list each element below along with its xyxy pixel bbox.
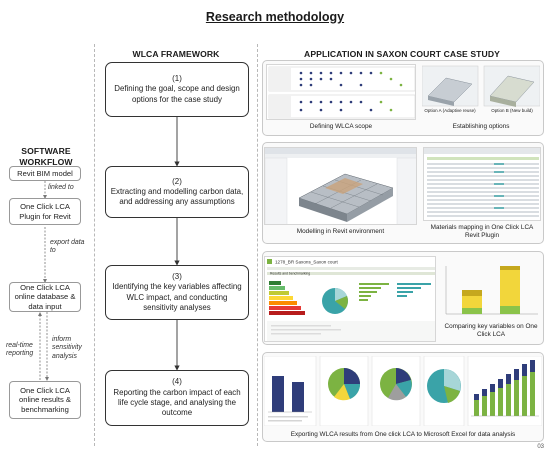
label-realtime: real-time reporting	[6, 342, 34, 358]
option-b-label: Option B (New build)	[491, 108, 533, 113]
caption-export: Exporting WLCA results from One click LC…	[290, 431, 516, 438]
label-export: export data to	[50, 239, 85, 255]
step-2-number: (2)	[172, 176, 182, 186]
step-2-text: Extracting and modelling carbon data, an…	[110, 186, 244, 207]
sw-box-results: One Click LCA online results & benchmark…	[9, 381, 81, 419]
options-thumbnail: Option A (Adaptive reuse) Option B (New …	[422, 64, 540, 120]
option-a-label: Option A (Adaptive reuse)	[424, 108, 476, 113]
lca-results-graphic: 1278_BR Saxons_Saxon court Results and b…	[267, 259, 435, 341]
caption-revit: Modelling in Revit environment	[296, 228, 385, 235]
step-1-text: Defining the goal, scope and design opti…	[114, 84, 240, 104]
step-3-number: (3)	[172, 271, 182, 281]
sw-box-database: One Click LCA online database & data inp…	[9, 282, 81, 312]
step-1-number: (1)	[172, 74, 182, 84]
page-title: Research methodology	[205, 10, 345, 24]
scope-table-graphic	[268, 66, 415, 119]
sw-box-revit: Revit BIM model	[9, 166, 81, 181]
excel-results-thumbnail	[264, 356, 542, 426]
label-inform: inform sensitivity analysis	[52, 336, 82, 360]
page-number: 03	[537, 444, 544, 450]
lca-results-header: Results and benchmarking	[270, 272, 310, 276]
caption-mapping: Materials mapping in One Click LCA Revit…	[430, 224, 534, 239]
sw-box-plugin: One Click LCA Plugin for Revit	[9, 198, 81, 225]
framework-arrows	[174, 117, 180, 371]
label-linked-to: linked to	[48, 184, 74, 191]
compare-chart-thumbnail	[442, 262, 540, 318]
framework-step-3: (3) Identifying the key variables affect…	[105, 265, 249, 320]
framework-step-4: (4) Reporting the carbon impact of each …	[105, 370, 249, 426]
application-heading: APPLICATION IN SAXON COURT CASE STUDY	[304, 49, 500, 59]
framework-step-2: (2) Extracting and modelling carbon data…	[105, 166, 249, 218]
software-workflow-heading: SOFTWARE WORKFLOW	[19, 146, 73, 168]
lca-project-title: 1278_BR Saxons_Saxon court	[275, 260, 339, 265]
step-4-number: (4)	[172, 377, 182, 387]
divider-left	[94, 44, 95, 446]
mapping-thumbnail	[423, 147, 541, 221]
caption-scope: Defining WLCA scope	[309, 123, 373, 130]
caption-options: Establishing options	[452, 123, 510, 130]
compare-chart-graphic	[445, 266, 538, 315]
step-4-text: Reporting the carbon impact of each life…	[113, 387, 241, 418]
options-graphic	[422, 65, 540, 107]
excel-results-graphic	[264, 356, 542, 426]
revit-graphic	[265, 148, 416, 224]
lca-results-thumbnail: 1278_BR Saxons_Saxon court Results and b…	[264, 256, 436, 342]
software-workflow-arrows	[38, 181, 49, 381]
scope-table-thumbnail	[266, 64, 416, 120]
revit-thumbnail	[264, 147, 417, 225]
caption-compare: Comparing key variables on One Click LCA	[444, 323, 538, 338]
wlca-framework-heading: WLCA FRAMEWORK	[132, 49, 220, 59]
mapping-graphic	[424, 148, 540, 217]
divider-right	[257, 44, 258, 446]
framework-step-1: (1) Defining the goal, scope and design …	[105, 62, 249, 117]
step-3-text: Identifying the key variables affecting …	[112, 282, 242, 312]
